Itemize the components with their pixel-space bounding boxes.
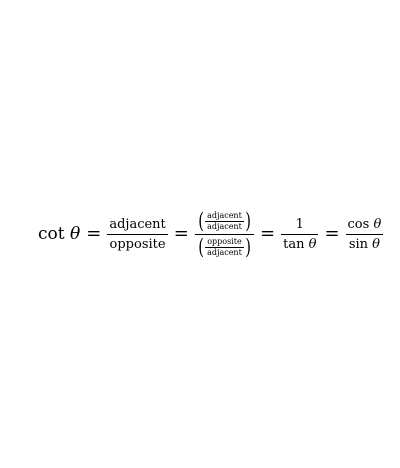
nested-fraction-bar <box>194 233 255 235</box>
cot-function: cot <box>38 223 65 244</box>
fraction-cos-over-sin: cos θ sin θ <box>345 218 384 251</box>
cos-function: cos <box>347 216 370 232</box>
sin-function: sin <box>348 236 369 252</box>
theta-symbol: θ <box>308 236 317 252</box>
equals-sign-3: = <box>260 223 276 244</box>
nested-denominator: ( opposite adjacent ) <box>195 235 254 258</box>
left-paren: ( <box>198 208 204 233</box>
right-paren: ) <box>245 234 251 259</box>
small-numerator: opposite <box>207 236 242 246</box>
small-fraction-bar <box>205 220 244 222</box>
small-fraction-adjacent-over-adjacent: adjacent adjacent <box>205 210 244 231</box>
small-denominator: adjacent <box>207 221 242 231</box>
small-numerator: adjacent <box>207 210 242 220</box>
fraction-bar <box>281 233 319 235</box>
fraction-adjacent-over-opposite: adjacent opposite <box>107 216 168 252</box>
numerator-cos-theta: cos θ <box>346 218 384 234</box>
denominator-tan-theta: tan θ <box>281 235 318 251</box>
equals-sign-4: = <box>324 223 340 244</box>
equals-sign-1: = <box>86 223 102 244</box>
theta-symbol: θ <box>70 223 81 244</box>
theta-symbol: θ <box>373 216 382 232</box>
lhs-cot-theta: cot θ <box>38 223 81 244</box>
nested-numerator: ( adjacent adjacent ) <box>195 208 254 234</box>
denominator-sin-theta: sin θ <box>347 235 382 251</box>
numerator-one: 1 <box>295 216 304 232</box>
equals-sign-2: = <box>173 223 189 244</box>
fraction-bar <box>107 233 168 235</box>
denominator-opposite: opposite <box>109 236 166 252</box>
left-paren: ( <box>198 234 204 259</box>
fraction-one-over-tan: 1 tan θ <box>281 216 319 251</box>
cotangent-identity-equation: cot θ = adjacent opposite = ( adjacent a… <box>38 208 384 258</box>
tan-function: tan <box>283 236 305 252</box>
small-fraction-bar <box>205 246 244 248</box>
small-denominator: adjacent <box>207 247 242 257</box>
nested-fraction: ( adjacent adjacent ) ( opposite adjacen… <box>194 208 255 258</box>
theta-symbol: θ <box>372 236 380 252</box>
right-paren: ) <box>245 208 251 233</box>
fraction-bar <box>345 233 384 235</box>
small-fraction-opposite-over-adjacent: opposite adjacent <box>205 236 244 257</box>
numerator-adjacent: adjacent <box>109 216 166 232</box>
